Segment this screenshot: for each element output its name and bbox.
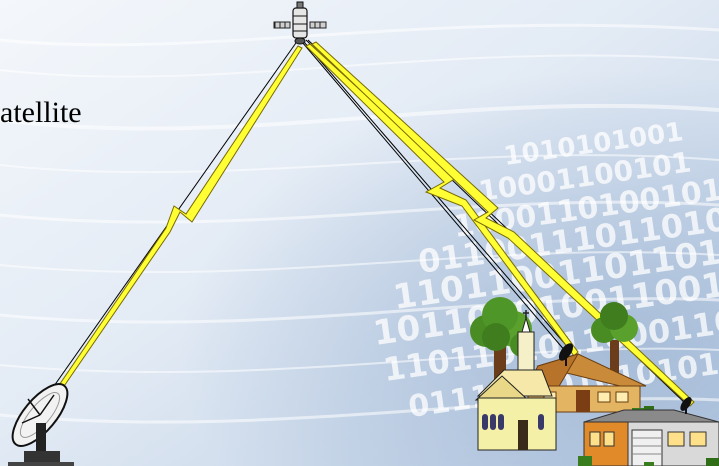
satellite-label: atellite <box>0 96 82 129</box>
home-dish-icon <box>558 343 574 366</box>
lightning-bolt-ground <box>33 45 303 425</box>
church-icon <box>474 310 557 451</box>
satellite-icon <box>273 1 327 45</box>
beam-line-to-ground-station <box>29 39 299 421</box>
home-dish-icon <box>680 397 692 414</box>
satellite-dish-icon <box>8 383 74 466</box>
lightning-bolt-ranch <box>311 41 695 407</box>
tree-icon <box>591 302 638 380</box>
beam-line-to-church <box>301 41 567 353</box>
ranch-house-icon <box>578 409 719 466</box>
tree-icon <box>470 297 534 385</box>
